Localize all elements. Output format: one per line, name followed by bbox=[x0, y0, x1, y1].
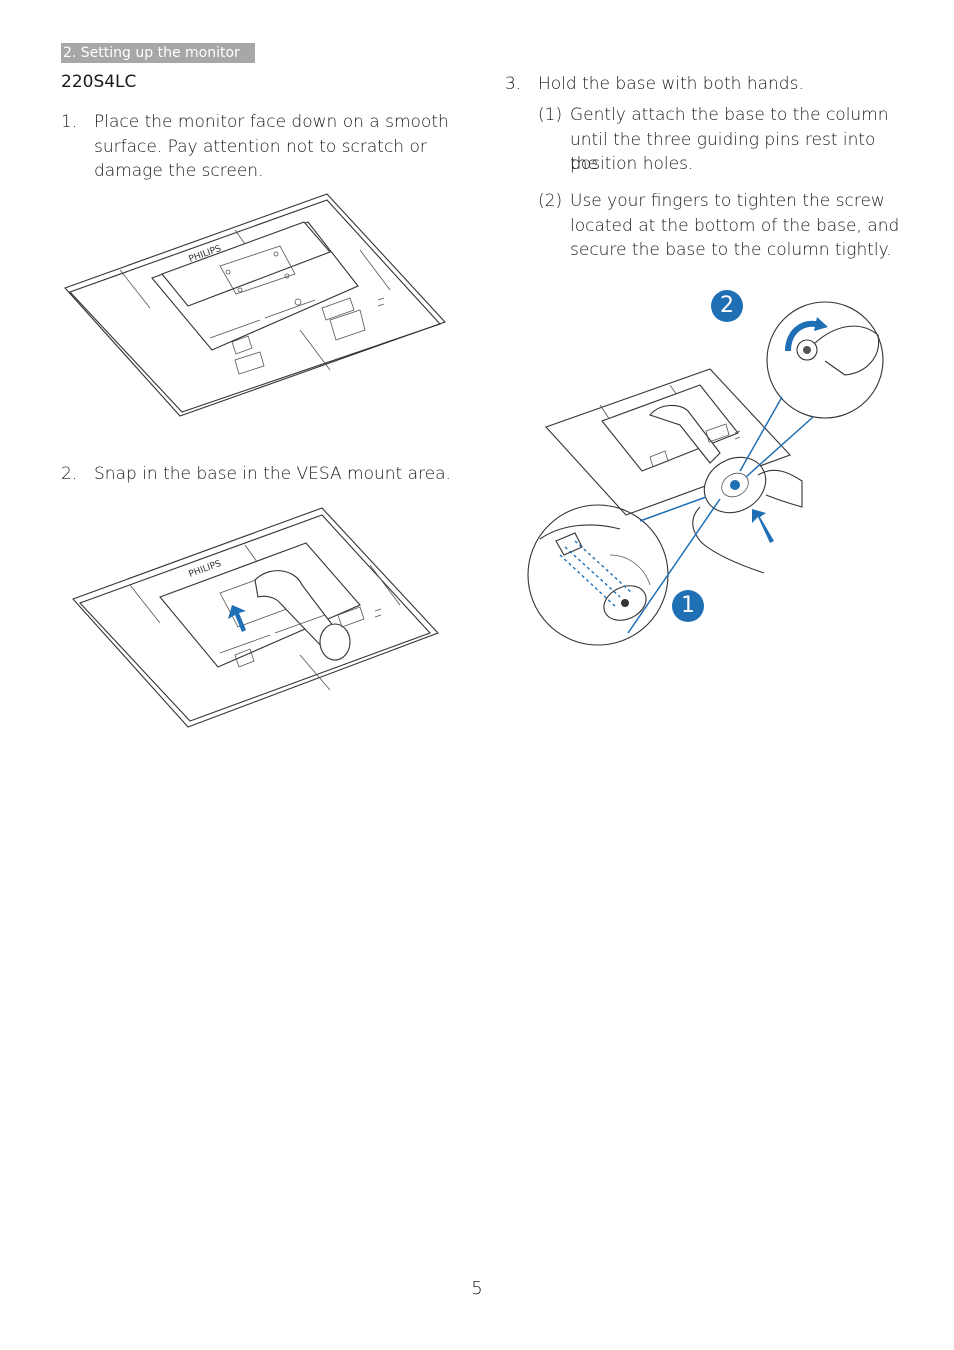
callout-badge-1: 1 bbox=[672, 590, 704, 622]
step-3: 3. Hold the base with both hands. bbox=[505, 72, 905, 98]
page-number: 5 bbox=[471, 1278, 483, 1299]
substep-text-line: until the three guiding pins rest into t… bbox=[570, 129, 876, 175]
step-number: 2. bbox=[61, 464, 78, 484]
step-text-line: Snap in the base in the VESA mount area. bbox=[94, 464, 451, 484]
step-text-line: Hold the base with both hands. bbox=[538, 74, 804, 94]
callout-badge-2: 2 bbox=[711, 290, 743, 322]
monitor-face-down-illustration: PHILIPS bbox=[64, 193, 446, 417]
step-number: 1. bbox=[61, 112, 78, 132]
step-text-line: Place the monitor face down on a smooth bbox=[94, 112, 449, 132]
step-text-line: damage the screen. bbox=[94, 161, 264, 181]
substep-text-line: Gently attach the base to the column bbox=[570, 105, 889, 125]
substep-1: (1) Gently attach the base to the column… bbox=[538, 103, 908, 183]
base-attach-illustration bbox=[527, 301, 884, 646]
substep-text-line: position holes. bbox=[570, 154, 694, 174]
substep-lead: (1) bbox=[538, 105, 563, 125]
substep-text-line: secure the base to the column tightly. bbox=[570, 240, 892, 260]
step-number: 3. bbox=[505, 74, 522, 94]
substep-lead: (2) bbox=[538, 191, 563, 211]
step-text-line: surface. Pay attention not to scratch or bbox=[94, 136, 427, 157]
substep-text-line: Use your fingers to tighten the screw bbox=[570, 191, 885, 211]
step-1: 1. Place the monitor face down on a smoo… bbox=[61, 110, 461, 190]
section-tab: 2. Setting up the monitor bbox=[61, 43, 255, 63]
substep-text-line: located at the bottom of the base, and bbox=[570, 215, 900, 236]
step-2: 2. Snap in the base in the VESA mount ar… bbox=[61, 462, 461, 488]
substep-2: (2) Use your fingers to tighten the scre… bbox=[538, 189, 908, 269]
model-name: 220S4LC bbox=[61, 72, 137, 92]
vesa-snap-illustration: PHILIPS bbox=[72, 507, 439, 728]
